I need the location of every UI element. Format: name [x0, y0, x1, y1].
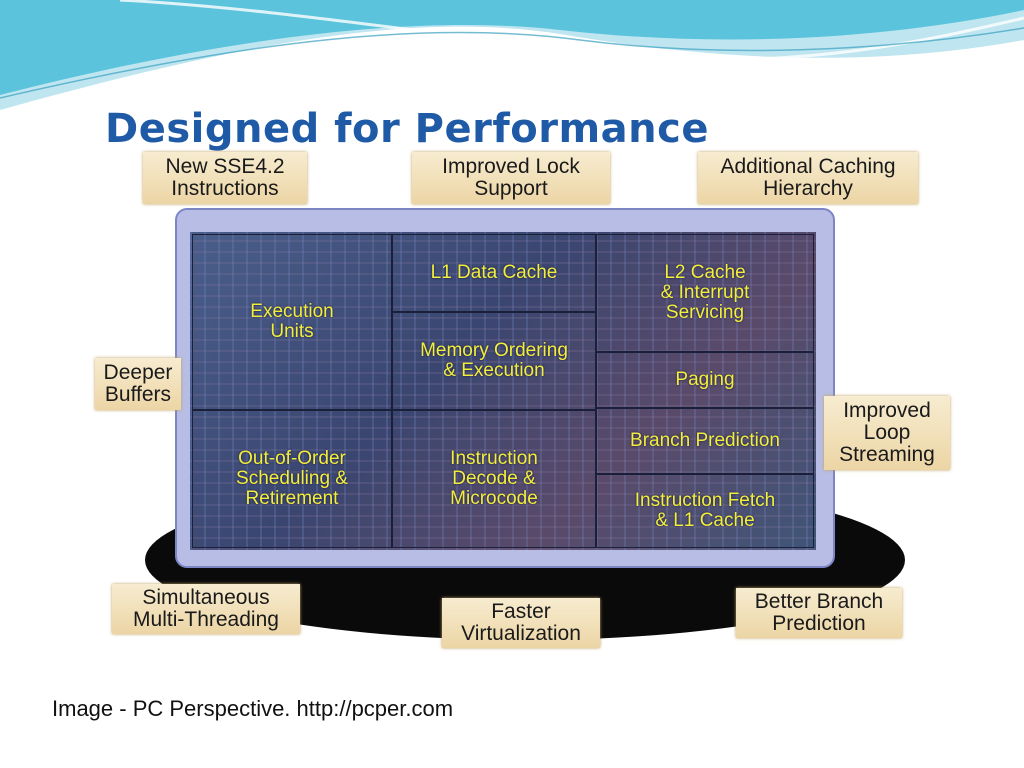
- tag-label-deeper-buffers: Deeper Buffers: [103, 361, 173, 406]
- block-memory-ordering: Memory Ordering & Execution: [392, 312, 596, 410]
- block-l2-cache: L2 Cache & Interrupt Servicing: [596, 234, 814, 352]
- tag-branch-prediction: Better Branch Prediction: [736, 588, 902, 638]
- block-instruction-fetch: Instruction Fetch & L1 Cache: [596, 474, 814, 548]
- tag-virtualization: Faster Virtualization: [442, 598, 600, 648]
- block-paging: Paging: [596, 352, 814, 408]
- tag-label-smt: Simultaneous Multi-Threading: [133, 586, 279, 631]
- tag-sse42: New SSE4.2 Instructions: [143, 152, 307, 204]
- diagram-title: Designed for Performance: [105, 106, 709, 152]
- block-label-out-of-order: Out-of-Order Scheduling & Retirement: [236, 448, 348, 509]
- tag-loop-streaming: Improved Loop Streaming: [824, 396, 950, 470]
- tag-label-lock-support: Improved Lock Support: [442, 155, 580, 200]
- tag-smt: Simultaneous Multi-Threading: [112, 584, 300, 634]
- block-label-instruction-fetch: Instruction Fetch & L1 Cache: [634, 490, 776, 531]
- processor-die-image: [190, 232, 816, 550]
- tag-caching-hierarchy: Additional Caching Hierarchy: [698, 152, 918, 204]
- block-label-l2-cache: L2 Cache & Interrupt Servicing: [660, 262, 750, 323]
- block-label-paging: Paging: [675, 369, 735, 390]
- block-l1-data-cache: L1 Data Cache: [392, 234, 596, 312]
- tag-label-virtualization: Faster Virtualization: [461, 600, 581, 645]
- block-label-l1-data-cache: L1 Data Cache: [430, 262, 558, 283]
- block-execution-units: Execution Units: [192, 234, 392, 410]
- block-instruction-decode: Instruction Decode & Microcode: [392, 410, 596, 548]
- block-label-execution-units: Execution Units: [250, 301, 334, 342]
- tag-label-sse42: New SSE4.2 Instructions: [165, 155, 285, 200]
- header-wave-decoration: [0, 0, 1024, 110]
- block-branch-prediction: Branch Prediction: [596, 408, 814, 474]
- block-label-instruction-decode: Instruction Decode & Microcode: [450, 448, 538, 509]
- tag-label-loop-streaming: Improved Loop Streaming: [839, 399, 935, 466]
- image-credit-caption: Image - PC Perspective. http://pcper.com: [52, 696, 454, 721]
- tag-deeper-buffers: Deeper Buffers: [95, 358, 181, 410]
- block-label-memory-ordering: Memory Ordering & Execution: [420, 340, 568, 381]
- block-out-of-order: Out-of-Order Scheduling & Retirement: [192, 410, 392, 548]
- tag-label-caching-hierarchy: Additional Caching Hierarchy: [720, 155, 896, 200]
- block-label-branch-prediction: Branch Prediction: [630, 430, 780, 451]
- tag-lock-support: Improved Lock Support: [412, 152, 610, 204]
- tag-label-branch-prediction: Better Branch Prediction: [754, 590, 884, 635]
